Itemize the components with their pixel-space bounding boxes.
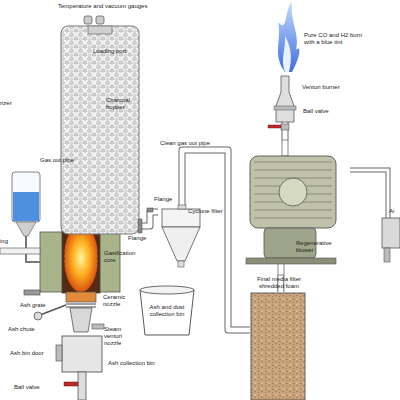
part-label: Ash collection bin bbox=[108, 360, 168, 367]
regenerative-blower-shape bbox=[238, 140, 350, 275]
media-filter-shape bbox=[250, 292, 306, 400]
media-filter: Final media filter shredded foam bbox=[250, 292, 306, 400]
part-label: Temperature and vacuum gauges bbox=[58, 3, 168, 10]
charcoal-hopper-shape bbox=[60, 25, 140, 235]
pipe-stroke bbox=[140, 212, 158, 226]
part-label: Steam venturi nozzle bbox=[104, 326, 136, 347]
cyclone-filter: Cyclone filter bbox=[158, 205, 206, 267]
part-label: Flange bbox=[154, 196, 182, 203]
cyclone-filter-shape bbox=[158, 205, 206, 267]
part-label: Ball valve bbox=[303, 108, 343, 115]
part-label: Ash bin door bbox=[10, 350, 50, 357]
part-label: Ball valve bbox=[14, 384, 54, 391]
pipe-stroke bbox=[282, 122, 289, 140]
node-label: Ash and dust collection bin bbox=[142, 304, 192, 318]
part-label: rizer bbox=[0, 100, 22, 107]
part-label: Gas out pipe bbox=[40, 157, 85, 164]
node-label: Regenerative blower bbox=[296, 240, 346, 254]
node-label: Charcoal hopper bbox=[106, 97, 138, 111]
node-label: Cyclone filter bbox=[188, 208, 228, 215]
node-label: Venturi burner bbox=[302, 84, 342, 91]
charcoal-hopper: Charcoal hopper bbox=[60, 25, 140, 235]
part-label: Ash chute bbox=[8, 326, 40, 333]
part-label: Flange bbox=[128, 235, 158, 242]
node-label: Final media filter shredded foam bbox=[248, 276, 310, 290]
part-label: Ceramic nozzle bbox=[103, 294, 135, 308]
part-label: Gasification core bbox=[104, 250, 138, 264]
dust-bin: Ash and dust collection bin bbox=[136, 282, 198, 337]
part-label: Ash grate bbox=[20, 302, 52, 309]
gas-pipe bbox=[140, 212, 158, 226]
pipe-stroke bbox=[140, 212, 158, 226]
part-label: Ai bbox=[389, 208, 400, 215]
venturi-burner-shape bbox=[270, 76, 300, 122]
regenerative-blower: Regenerative blower bbox=[238, 140, 350, 275]
part-label: ing bbox=[0, 238, 20, 245]
part-label: Pure CO and H2 burn with a blue tint bbox=[304, 32, 366, 46]
part-label: Clean gas out pipe bbox=[160, 140, 224, 147]
part-label: Loading port bbox=[93, 48, 138, 55]
venturi-burner: Venturi burner bbox=[270, 76, 300, 122]
